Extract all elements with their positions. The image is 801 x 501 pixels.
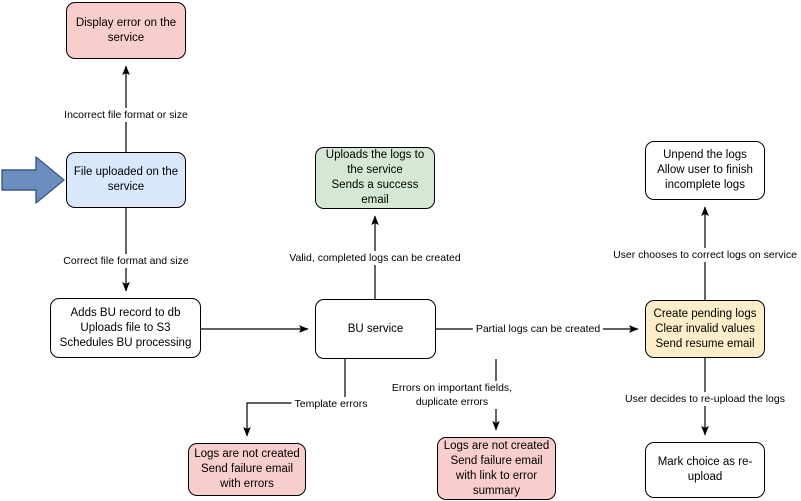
edge-label-user-chooses-to-correct-logs-on-service: User chooses to correct logs on service [610, 248, 800, 262]
node-bu-service[interactable]: BU service [315, 299, 436, 359]
node-line: service [107, 181, 145, 193]
node-line: summary [472, 484, 521, 497]
node-line: incomplete logs [665, 179, 745, 191]
node-line: Send failure email [450, 454, 543, 467]
node-unpend-the-logs[interactable]: Unpend the logs Allow user to finish inc… [645, 141, 765, 200]
node-line: email [361, 194, 389, 206]
node-line: Uploads the logs to [325, 149, 425, 161]
node-uploads-the-logs-to-the-service[interactable]: Uploads the logs to the service Sends a … [315, 147, 435, 209]
node-line: with link to error [455, 469, 538, 482]
node-mark-choice-as-re-upload[interactable]: Mark choice as re- upload [645, 442, 765, 498]
process-entry-arrow [1, 156, 65, 204]
node-line: Display error on the [75, 16, 177, 29]
node-line: Create pending logs [653, 307, 757, 320]
node-line: File uploaded on the [73, 166, 179, 178]
node-line: Mark choice as re- [657, 456, 753, 468]
node-logs-are-not-created-with-errors[interactable]: Logs are not created Send failure email … [188, 443, 306, 496]
node-file-uploaded-on-the-service[interactable]: File uploaded on the service [66, 152, 186, 208]
node-line: Sends a success [331, 179, 419, 191]
edge-label-partial-logs-can-be-created: Partial logs can be created [472, 322, 604, 336]
node-display-error-on-the-service[interactable]: Display error on the service [66, 2, 186, 59]
node-line: Send resume email [655, 337, 755, 350]
node-logs-are-not-created-with-link-to-error-summary[interactable]: Logs are not created Send failure email … [437, 437, 556, 500]
node-line: Adds BU record to db [70, 306, 181, 319]
node-line: service [107, 31, 145, 44]
node-line: Schedules BU processing [59, 336, 192, 349]
edge-label-user-decides-to-re-upload-the-logs: User decides to re-upload the logs [622, 392, 788, 406]
node-line: Clear invalid values [655, 322, 755, 335]
node-adds-bu-record-to-db[interactable]: Adds BU record to db Uploads file to S3 … [50, 298, 201, 358]
node-line: with errors [220, 478, 274, 490]
edge-label-incorrect-file-format-or-size: Incorrect file format or size [61, 108, 191, 122]
node-line: Logs are not created [194, 448, 300, 460]
node-line: Allow user to finish [657, 164, 753, 176]
node-line: the service [347, 164, 403, 176]
node-line: upload [687, 471, 723, 483]
node-line: Unpend the logs [663, 149, 747, 161]
edge-label-valid-completed-logs-can-be-created: Valid, completed logs can be created [286, 251, 464, 265]
node-create-pending-logs[interactable]: Create pending logs Clear invalid values… [645, 300, 765, 358]
node-line: Logs are not created [443, 439, 550, 452]
edge-label-errors-on-important-fields-duplicate-errors: Errors on important fields, duplicate er… [388, 381, 516, 409]
node-line: Uploads file to S3 [80, 321, 171, 334]
edge-label-template-errors: Template errors [291, 397, 371, 411]
node-line: BU service [347, 322, 404, 335]
edge-label-correct-file-format-and-size: Correct file format and size [60, 254, 192, 268]
node-line: Send failure email [200, 463, 294, 475]
